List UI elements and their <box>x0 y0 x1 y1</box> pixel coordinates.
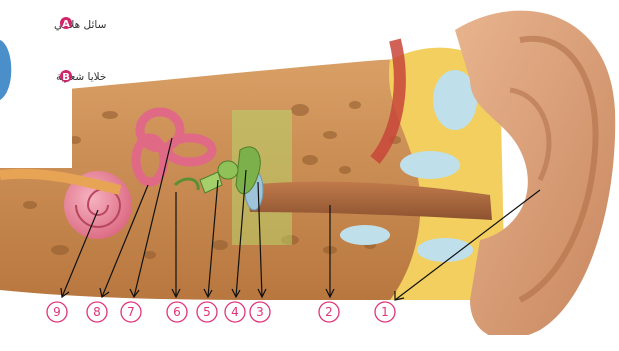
marker-label-6: 6 <box>173 305 181 319</box>
marker-label-1: 1 <box>381 305 389 319</box>
number-markers: 9 8 7 6 5 4 3 2 1 <box>47 302 395 322</box>
marker-4: 4 <box>225 302 245 322</box>
marker-5: 5 <box>197 302 217 322</box>
legend-item-b: خلايا شعرية B <box>56 70 106 83</box>
marker-1: 1 <box>375 302 395 322</box>
marker-7: 7 <box>121 302 141 322</box>
marker-2: 2 <box>319 302 339 322</box>
marker-label-5: 5 <box>203 305 211 319</box>
marker-9: 9 <box>47 302 67 322</box>
marker-8: 8 <box>87 302 107 322</box>
marker-label-9: 9 <box>53 305 61 319</box>
marker-label-8: 8 <box>93 305 101 319</box>
legend-letter-b: B <box>62 72 70 83</box>
marker-label-4: 4 <box>231 305 239 319</box>
legend-letter-a: A <box>62 19 70 30</box>
marker-label-2: 2 <box>325 305 333 319</box>
marker-label-7: 7 <box>127 305 135 319</box>
marker-3: 3 <box>250 302 270 322</box>
marker-6: 6 <box>167 302 187 322</box>
legend-item-a: سائل هلامي A <box>54 17 106 31</box>
bottom-strip <box>0 335 619 351</box>
marker-label-3: 3 <box>256 305 264 319</box>
